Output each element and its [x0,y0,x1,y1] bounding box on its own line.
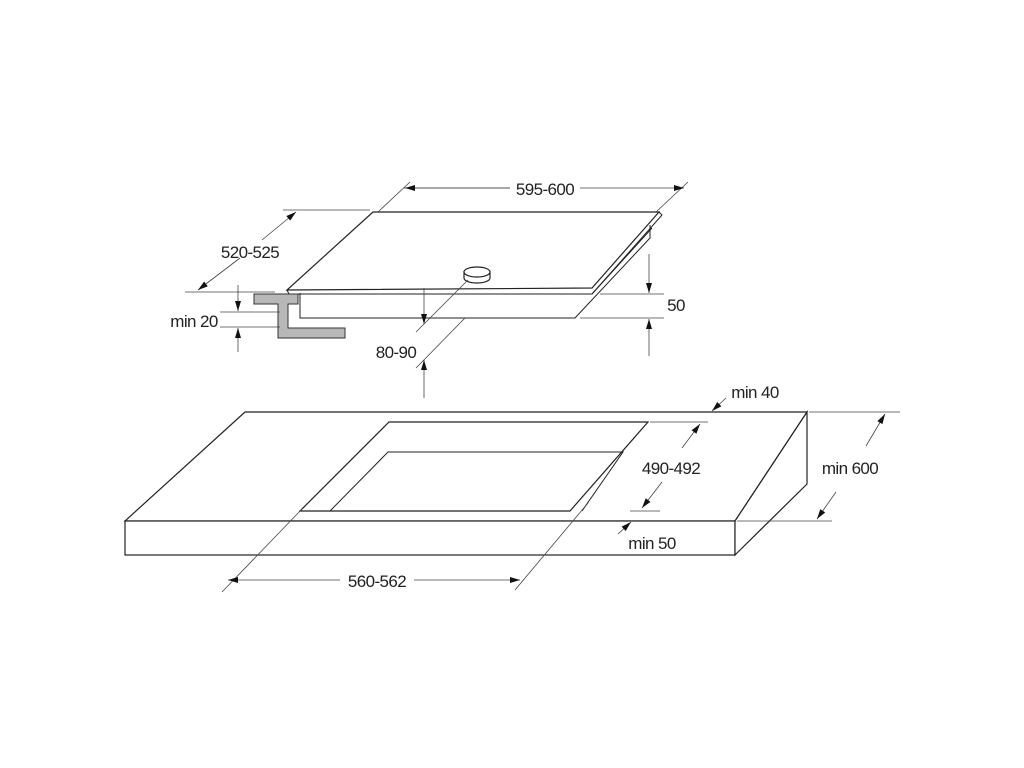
height-50-label: 50 [667,296,685,315]
mounting-bracket [253,293,346,339]
dimension-worktop-thickness: min 20 [170,285,280,352]
min-20-label: min 20 [170,312,218,331]
hob-depth-label: 520-525 [221,243,279,262]
hob-body [299,225,651,319]
dimension-hob-width: 595-600 [377,180,689,213]
dimension-hob-depth: 520-525 [185,209,370,293]
dimension-front-distance: min 50 [617,521,676,553]
min-40-label: min 40 [731,383,779,402]
hob-glass-top [285,211,661,291]
clearance-label: 80-90 [376,343,417,362]
worktop [123,410,809,557]
hob [253,211,663,339]
cutout-outer [298,421,650,512]
dimension-cutout-depth: 490-492 [630,421,708,512]
dimension-cutout-width: 560-562 [221,502,589,593]
dimension-worktop-depth: min 600 [737,411,900,522]
cutout-width-label: 560-562 [348,572,406,591]
dimension-hob-height: 50 [580,254,686,356]
min-50-label: min 50 [628,534,676,553]
worktop-front [124,520,736,556]
cutout-inner [329,451,624,512]
dimension-clearance: 80-90 [376,279,469,398]
hob-width-label: 595-600 [516,180,574,199]
cutout-depth-label: 490-492 [642,459,700,478]
dimension-rear-distance: min 40 [711,383,779,412]
min-600-label: min 600 [822,459,878,478]
knob [463,266,491,284]
hob-glass-edge [286,211,663,295]
worktop-side [734,410,808,557]
